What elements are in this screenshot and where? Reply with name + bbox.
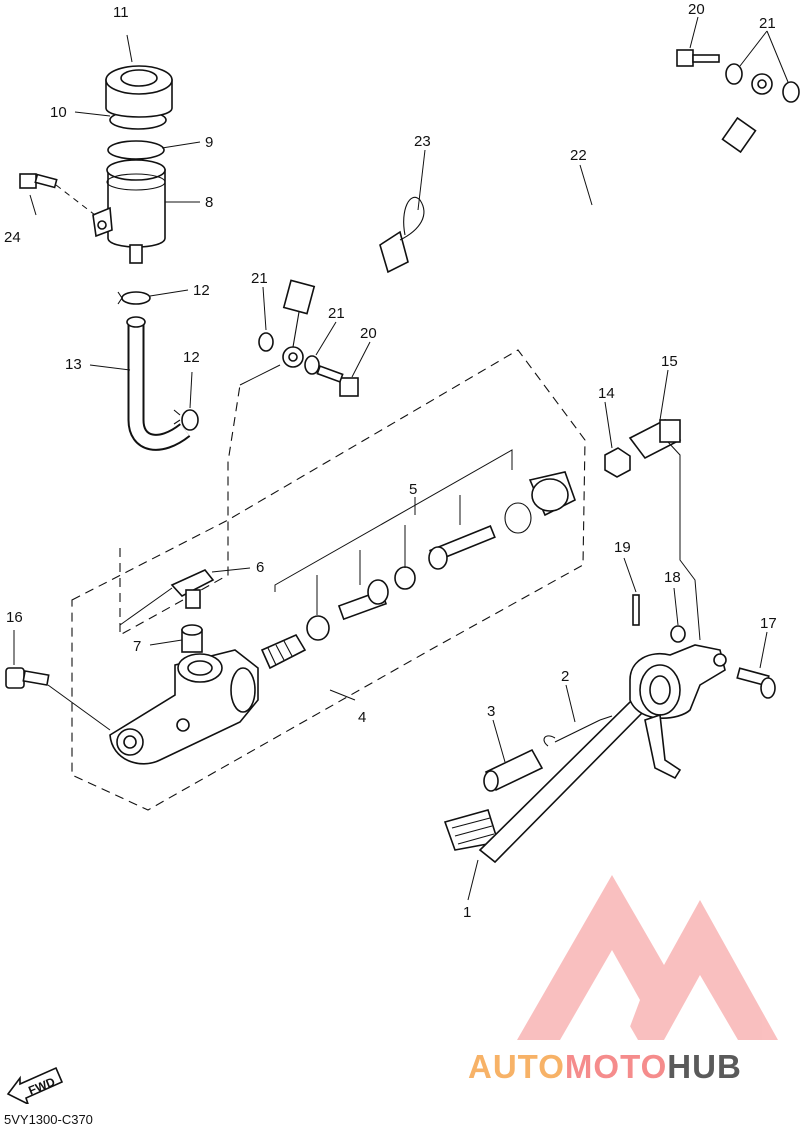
- callout-7: 7: [133, 638, 141, 655]
- callout-11: 11: [113, 4, 129, 21]
- bolt-16: [5, 667, 50, 689]
- callout-17: 17: [760, 615, 777, 632]
- callout-14: 14: [598, 385, 615, 402]
- callout-6: 6: [256, 559, 264, 576]
- watermark-logo-icon: [517, 875, 778, 1040]
- brand-part-hub: HUB: [667, 1048, 742, 1085]
- bolt-24: [19, 173, 58, 189]
- callout-1: 1: [463, 904, 471, 921]
- diaphragm-9: [107, 140, 165, 160]
- piston: [337, 579, 389, 621]
- washer-21-left: [258, 332, 274, 352]
- return-spring-2: [543, 715, 613, 747]
- callout-20-top: 20: [688, 1, 705, 18]
- callout-10: 10: [50, 104, 67, 121]
- secondary-cup: [394, 566, 416, 590]
- assembly-5-outline: [119, 384, 241, 636]
- callout-24: 24: [4, 229, 21, 246]
- hose-joint-6: [170, 569, 215, 609]
- callout-21-top: 21: [759, 15, 776, 32]
- brand-part-moto: MOTO: [564, 1048, 668, 1085]
- washer-21-top-a: [725, 63, 743, 85]
- callout-22: 22: [570, 147, 587, 164]
- push-rod: [428, 525, 496, 570]
- fwd-arrow-icon: FWD: [6, 1066, 64, 1104]
- reservoir-cap-11: [105, 65, 173, 118]
- watermark-brand: AUTOMOTOHUB: [468, 1048, 742, 1086]
- callout-21-mid: 21: [328, 305, 345, 322]
- spring-assembly-4: [260, 633, 307, 670]
- clevis-15: [628, 418, 682, 460]
- callout-12-top: 12: [193, 282, 210, 299]
- reservoir-hose-13: [126, 316, 191, 451]
- callout-8: 8: [205, 194, 213, 211]
- callout-5: 5: [409, 481, 417, 498]
- brake-hose-22: [282, 73, 773, 368]
- callout-4: 4: [358, 709, 366, 726]
- callout-15: 15: [661, 353, 678, 370]
- callout-3: 3: [487, 703, 495, 720]
- diagram-code: 5VY1300-C370: [4, 1112, 93, 1127]
- brake-pedal-1: [443, 644, 727, 864]
- hose-clamp-23: [379, 197, 425, 274]
- dust-boot: [528, 471, 576, 517]
- callout-19: 19: [614, 539, 631, 556]
- union-bolt-20-top: [676, 49, 720, 67]
- nut-14: [604, 447, 631, 478]
- callout-18: 18: [664, 569, 681, 586]
- assembly-4-outline: [71, 349, 586, 811]
- reservoir-tank-8: [92, 159, 166, 264]
- hose-clip-12-bottom: [173, 409, 199, 431]
- cup-seal: [306, 615, 330, 641]
- pedal-bushing-3: [483, 748, 544, 792]
- callout-23: 23: [414, 133, 431, 150]
- washer-18: [670, 625, 686, 643]
- callout-21-left: 21: [251, 270, 268, 287]
- washer-21-mid: [304, 355, 320, 375]
- cotter-pin-19: [632, 594, 640, 626]
- hose-clip-12-top: [117, 291, 151, 305]
- callout-16: 16: [6, 609, 23, 626]
- hose-joint-7: [181, 624, 203, 653]
- callout-20-mid: 20: [360, 325, 377, 342]
- callout-12-bottom: 12: [183, 349, 200, 366]
- washer-21-top-b: [782, 81, 800, 103]
- callout-2: 2: [561, 668, 569, 685]
- circlip: [504, 502, 532, 534]
- pivot-bolt-17: [736, 667, 776, 699]
- callout-13: 13: [65, 356, 82, 373]
- union-bolt-20-mid: [316, 365, 359, 397]
- fwd-label: FWD: [26, 1074, 57, 1097]
- brand-part-auto: AUTO: [468, 1048, 565, 1085]
- callout-9: 9: [205, 134, 213, 151]
- master-cylinder-body: [109, 649, 259, 765]
